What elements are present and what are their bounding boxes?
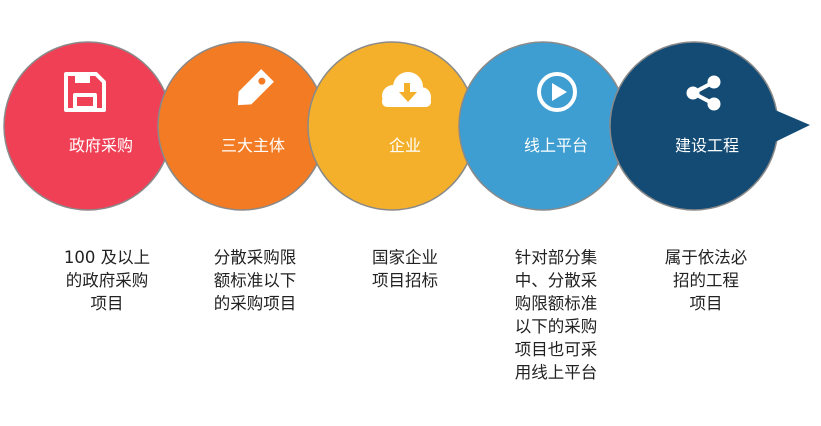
step-label-2: 三大主体 xyxy=(221,136,285,155)
step-circle-5: 建设工程 xyxy=(609,41,810,211)
floppy-disk-icon xyxy=(64,72,106,112)
step-description-2: 分散采购限 额标准以下 的采购项目 xyxy=(213,248,297,313)
step-label-3: 企业 xyxy=(389,136,421,155)
step-description-5: 属于依法必 招的工程 项目 xyxy=(664,248,748,313)
play-circle-icon xyxy=(537,72,577,112)
step-circle-4: 线上平台 xyxy=(458,41,628,211)
step-label-1: 政府采购 xyxy=(69,136,133,155)
cloud-download-icon xyxy=(382,72,431,107)
step-description-4: 针对部分集 中、分散采 购限额标准 以下的采购 项目也可采 用线上平台 xyxy=(514,248,598,382)
step-circle-3: 企业 xyxy=(307,41,477,211)
step-label-5: 建设工程 xyxy=(675,136,739,155)
share-icon xyxy=(686,75,721,111)
step-description-3: 国家企业 项目招标 xyxy=(372,248,438,290)
step-description-1: 100 及以上 的政府采购 项目 xyxy=(63,248,151,313)
tag-icon xyxy=(237,69,274,106)
step-circle-1: 政府采购 xyxy=(3,41,173,211)
step-circle-2: 三大主体 xyxy=(157,41,327,211)
step-label-4: 线上平台 xyxy=(524,136,588,155)
